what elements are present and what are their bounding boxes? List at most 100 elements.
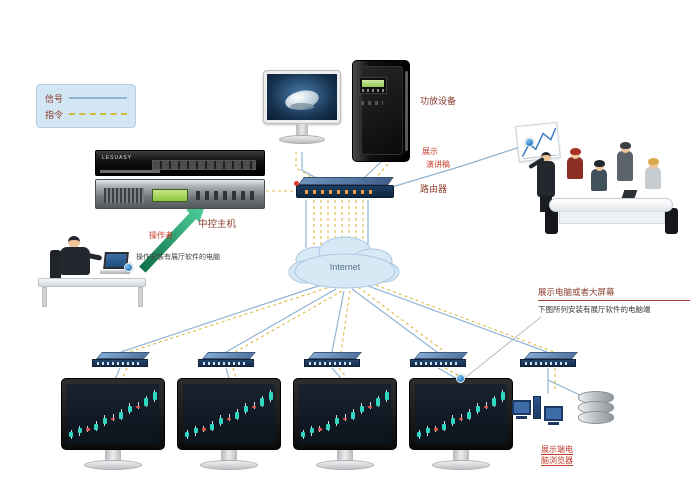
attendee-hair [647, 158, 659, 165]
router-led-strip [305, 190, 377, 194]
network-switch [410, 352, 468, 368]
internet-label: Internet [329, 262, 361, 272]
terminal-pc-group [512, 391, 642, 444]
switch-top [308, 352, 362, 359]
callout-leader-line [465, 316, 542, 378]
monitor-bezel [61, 378, 165, 450]
candle [450, 417, 455, 424]
attendee-figure [567, 148, 583, 179]
candle-wick [369, 402, 371, 410]
monitor-neck [296, 124, 308, 135]
candle [111, 417, 115, 420]
candle [268, 392, 273, 400]
attendee-body [645, 167, 661, 189]
screen-dome-shadow [290, 102, 314, 110]
candle [442, 423, 447, 430]
monitor-bezel [263, 70, 341, 124]
monitor-bezel [409, 378, 513, 450]
amplifier-hinge [405, 71, 408, 151]
rack-lcd-display [152, 189, 188, 202]
attendee-figure [645, 158, 661, 189]
operator-laptop [100, 252, 132, 276]
display-callout: 展示电脑或者大屏幕 下图所列安装有展厅软件的电脑端 [538, 286, 690, 315]
connection-dot [456, 374, 465, 383]
database-disc [578, 411, 614, 424]
rack-unit-top: LESUASY [95, 150, 265, 176]
operator-chair [50, 250, 61, 286]
candle [127, 405, 132, 412]
pc-stand [548, 422, 559, 425]
desk-leg [138, 287, 143, 307]
candle [484, 406, 489, 408]
candle [425, 428, 430, 434]
monitor-base [279, 135, 325, 144]
pc-stand [516, 416, 527, 419]
router-label: 路由器 [420, 184, 448, 194]
operator-figure [58, 236, 103, 282]
candle [433, 428, 438, 431]
rack-unit-bottom [95, 179, 265, 209]
monitor-screen [267, 74, 337, 120]
network-switch [520, 352, 578, 368]
switch-leds [309, 362, 351, 365]
switch-front [520, 359, 576, 367]
switch-front [304, 359, 360, 367]
candle [500, 392, 505, 400]
candle [94, 423, 99, 430]
presentation-monitor [263, 70, 341, 144]
amplifier-screen [362, 80, 384, 87]
central-host-label: 中控主机 [198, 219, 237, 230]
operator-label: 操作者 [149, 231, 173, 240]
attendee-figure [617, 142, 633, 181]
candle [260, 398, 265, 406]
candle [144, 398, 149, 406]
amplifier-keypad [361, 101, 383, 105]
monitor-bezel [177, 378, 281, 450]
candle [193, 428, 198, 434]
switch-front [92, 359, 148, 367]
router-front-face [294, 181, 394, 198]
display-callout-title: 展示电脑或者大屏幕 [538, 286, 690, 301]
attendee-figure [591, 160, 607, 191]
monitor-base [432, 460, 490, 470]
display-terminal-monitor [61, 378, 165, 470]
candle [334, 417, 339, 424]
monitor-bezel [293, 378, 397, 450]
monitor-base [84, 460, 142, 470]
display-label: 展示 [422, 147, 438, 156]
meeting-group [505, 112, 687, 238]
candle [85, 428, 90, 431]
attendee-head [593, 160, 605, 171]
candle [185, 432, 190, 437]
operator-desc-label: 操作安装有展厅软件的电脑 [136, 254, 220, 261]
switch-leds [415, 362, 457, 365]
candle [77, 428, 82, 434]
display-terminal-monitor [409, 378, 513, 470]
monitor-neck [337, 450, 353, 460]
switch-leds [97, 362, 139, 365]
candle [301, 432, 306, 437]
legend-signal-label: 信号 [45, 93, 64, 104]
meeting-table-skirt [559, 211, 665, 224]
candlestick-chart-screen [299, 384, 391, 444]
switch-leds [525, 362, 567, 365]
monitor-base [316, 460, 374, 470]
candle [475, 405, 480, 412]
database-stack-icon [578, 391, 614, 424]
command-line-sample [69, 113, 127, 115]
candle [102, 417, 107, 424]
display-callout-desc: 下图所列安装有展厅软件的电脑端 [538, 305, 651, 314]
pc-screen [544, 406, 563, 421]
meeting-chair [545, 208, 558, 234]
terminal-pc [544, 406, 563, 425]
candle [317, 428, 322, 431]
candle [359, 405, 364, 412]
candle [368, 406, 373, 408]
amplifier-buttons [362, 89, 384, 92]
internet-cloud-icon [288, 236, 400, 289]
legend-command-label: 指令 [45, 109, 64, 120]
legend-signal-row: 信号 [45, 90, 127, 106]
attendee-hair [619, 142, 631, 149]
candle [227, 417, 231, 420]
